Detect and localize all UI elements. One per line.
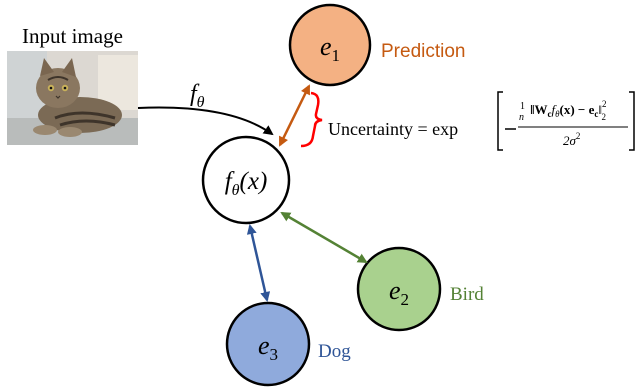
formula-num-one: 1 <box>520 101 525 112</box>
mapping-label-base: f <box>190 81 200 107</box>
formula-left-bracket <box>497 91 503 151</box>
formula-lhs: Uncertainty = exp <box>328 119 458 139</box>
formula-denominator-sup: 2 <box>576 131 581 141</box>
node-e1-var: e <box>320 32 332 61</box>
uncertainty-brace <box>300 91 323 148</box>
arrow-center-e3 <box>246 224 271 302</box>
formula-num-n: n <box>519 112 524 123</box>
center-node-sub: θ <box>232 182 240 199</box>
node-e1 <box>288 3 372 87</box>
node-e3-sub: 3 <box>270 345 279 364</box>
formula-norm-close: ‖ <box>598 102 602 117</box>
formula-norm-sub: 2 <box>602 112 607 122</box>
formula-x-minus-e: (x) − e <box>560 102 595 117</box>
center-node-base: f <box>225 168 235 195</box>
node-e1-label: e1 <box>320 32 340 65</box>
node-e2 <box>356 246 442 332</box>
dog-label: Dog <box>318 341 351 362</box>
formula-norm-sup: 2 <box>602 99 607 109</box>
formula-theta: θ <box>555 109 560 119</box>
node-e2-sub: 2 <box>401 290 410 309</box>
formula-right-bracket <box>629 91 635 151</box>
input-arrow <box>137 106 274 136</box>
arrow-center-e2 <box>280 211 368 264</box>
formula-c2: c <box>594 109 598 119</box>
node-e2-var: e <box>389 276 401 305</box>
input-image-label: Input image <box>22 24 123 48</box>
prediction-label: Prediction <box>381 41 466 62</box>
mapping-label-sub: θ <box>197 94 205 111</box>
center-node <box>201 135 291 225</box>
arrow-center-e1 <box>278 84 311 147</box>
mapping-label: fθ <box>190 81 205 111</box>
formula-f: f <box>551 102 557 117</box>
formula-denominator-base: 2σ <box>563 133 577 148</box>
tabby-cat-photo-icon <box>7 51 138 145</box>
bird-label: Bird <box>450 284 484 305</box>
formula-c1: c <box>547 109 551 119</box>
node-e3-label: e3 <box>258 331 278 364</box>
node-e1-sub: 1 <box>332 46 341 65</box>
formula-norm-open: ‖W <box>530 102 547 117</box>
center-node-label: fθ(x) <box>225 168 268 199</box>
formula-denominator: 2σ2 <box>563 131 580 148</box>
node-e2-label: e2 <box>389 276 409 309</box>
node-e3 <box>225 301 311 387</box>
center-node-arg: (x) <box>240 168 268 195</box>
node-e3-var: e <box>258 331 270 360</box>
